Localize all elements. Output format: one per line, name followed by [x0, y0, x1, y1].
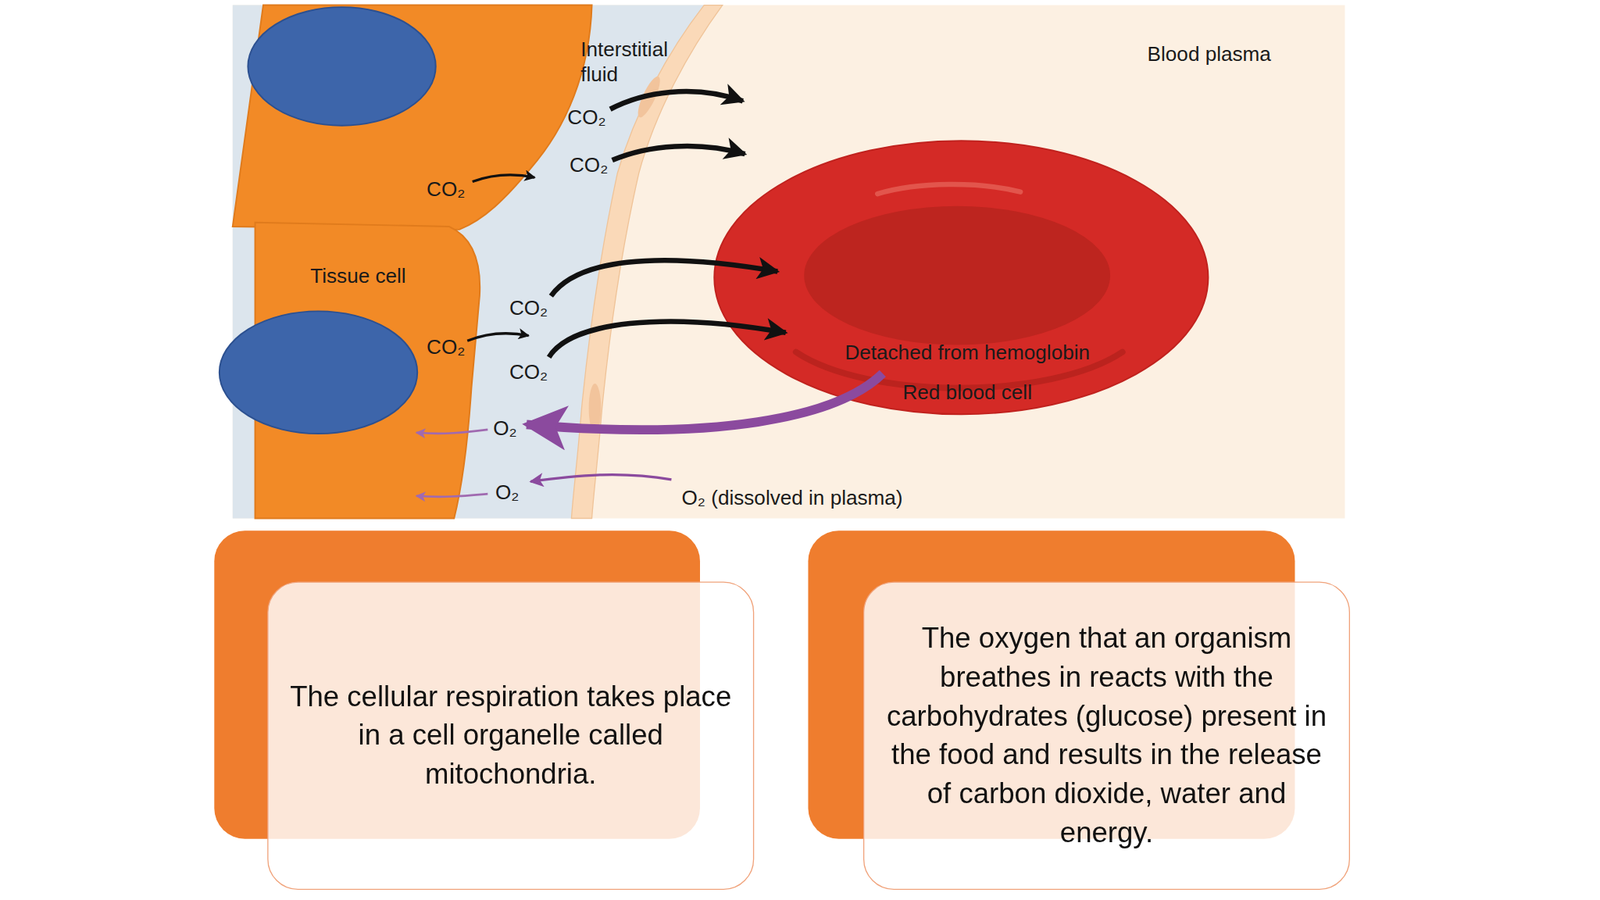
co2-arrow — [549, 321, 786, 358]
o2-arrow — [416, 429, 488, 434]
info-box: The cellular respiration takes place in … — [267, 581, 754, 890]
molecule-label: O₂ — [495, 480, 519, 507]
red-blood-cell: Detached from hemoglobinRed blood cell — [713, 139, 1210, 416]
capillary-wall — [571, 5, 722, 519]
region-label: Interstitial fluid — [580, 36, 693, 88]
tissue-cell-body — [232, 5, 593, 230]
co2-arrow — [610, 91, 743, 110]
cell-nucleus — [247, 7, 436, 126]
co2-arrow — [467, 333, 529, 342]
molecule-label: CO₂ — [569, 152, 608, 179]
red-blood-cell-body — [714, 140, 1208, 415]
o2-arrow — [526, 373, 883, 430]
endothelial-nucleus — [589, 383, 602, 433]
red-blood-cell-highlight — [877, 184, 1021, 194]
red-blood-cell-outline — [713, 139, 1210, 416]
blood-plasma-area — [232, 5, 1346, 519]
molecule-label: O₂ — [492, 415, 517, 442]
cell-nucleus — [219, 310, 418, 434]
molecule-label: CO₂ — [567, 104, 606, 131]
molecule-label: CO₂ — [509, 359, 548, 386]
molecule-label: CO₂ — [426, 334, 465, 359]
molecule-note: O₂ (dissolved in plasma) — [681, 485, 903, 511]
tissue-cell: CO₂ — [216, 3, 597, 234]
co2-arrow — [550, 260, 778, 297]
cell-label: Red blood cell — [902, 379, 1033, 404]
info-text: The oxygen that an organism breathes in … — [879, 619, 1334, 853]
interstitial-fluid-area — [232, 5, 704, 519]
tissue-cell: Tissue cellCO₂ — [216, 218, 484, 522]
molecule-label: CO₂ — [426, 176, 465, 201]
molecule-label: CO₂ — [509, 295, 548, 322]
tissue-cell-outline — [216, 3, 597, 234]
red-blood-cell-center — [803, 206, 1111, 346]
cell-note: Detached from hemoglobin — [844, 339, 1090, 365]
cell-label: Tissue cell — [310, 263, 406, 288]
endothelial-nucleus — [633, 74, 664, 121]
info-text: The cellular respiration takes place in … — [283, 677, 738, 794]
o2-arrow — [416, 493, 488, 497]
co2-arrow — [472, 175, 536, 183]
tissue-cell-outline — [216, 218, 484, 522]
o2-arrow — [530, 475, 672, 483]
info-box: The oxygen that an organism breathes in … — [863, 581, 1350, 890]
co2-arrow — [612, 146, 746, 161]
region-label: Blood plasma — [1147, 41, 1272, 68]
